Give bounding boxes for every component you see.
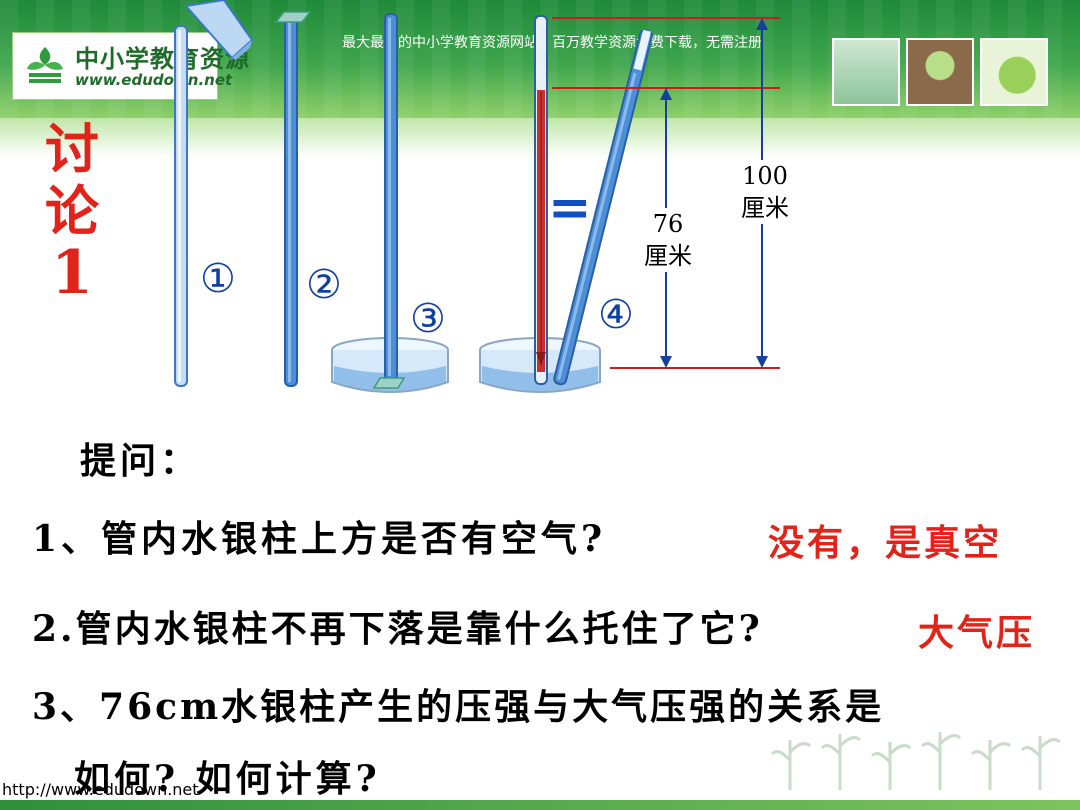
- question-1: 1、管内水银柱上方是否有空气?: [32, 518, 607, 560]
- dimension-76-value: 76: [652, 210, 684, 238]
- topic-char-1: 讨: [45, 117, 99, 181]
- site-tagline: 最大最全的中小学教育资源网站，百万教学资源免费下载，无需注册: [342, 35, 762, 51]
- answer-2: 大气压: [918, 612, 1036, 654]
- topic-char-2: 论: [45, 179, 99, 243]
- label-4: ④: [598, 292, 634, 338]
- logo-chinese-text: 中小学教育资源: [75, 44, 250, 73]
- label-2: ②: [306, 262, 342, 308]
- equals-sign: =: [548, 178, 592, 238]
- book-sprout-icon: [23, 43, 67, 87]
- arrow-down-icon: [536, 352, 546, 366]
- header-thumbnail-leaves: [980, 38, 1048, 106]
- tube-2: [274, 11, 312, 387]
- tube-3: [331, 13, 449, 393]
- footer-bar: [0, 800, 1080, 810]
- label-3: ③: [410, 296, 446, 342]
- logo-url-text: www.edudown.net: [75, 71, 233, 89]
- label-1: ①: [200, 256, 236, 302]
- question-3-line-1: 3、76cm水银柱产生的压强与大气压强的关系是: [32, 686, 885, 728]
- answer-1: 没有，是真空: [768, 522, 1003, 564]
- dimension-76-unit: 厘米: [644, 242, 692, 270]
- header-thumbnail-sky: [832, 38, 900, 106]
- footer-url-link[interactable]: http://www.edudown.net: [2, 780, 199, 799]
- question-3-line-2: 如何? 如何计算?: [74, 758, 381, 800]
- dimension-76-label: 76 厘米: [632, 208, 704, 272]
- topic-title: 讨 论 1: [32, 118, 112, 304]
- dimension-100-unit: 厘米: [741, 194, 789, 222]
- pouring-beaker-icon: [184, 0, 254, 60]
- decorative-plants: [770, 732, 1062, 790]
- tube-4: [479, 15, 653, 393]
- dimension-100-value: 100: [742, 162, 788, 190]
- header-thumbnail-seedling: [906, 38, 974, 106]
- tilted-tube: [553, 29, 653, 386]
- glass-cover-icon: [274, 11, 312, 23]
- torricelli-diagram: [174, 0, 780, 393]
- question-2: 2.管内水银柱不再下落是靠什么托住了它?: [32, 608, 763, 650]
- dimension-100-label: 100 厘米: [728, 160, 802, 224]
- tube-1: [174, 25, 188, 387]
- topic-number: 1: [51, 238, 93, 308]
- questions-heading: 提问：: [80, 440, 201, 482]
